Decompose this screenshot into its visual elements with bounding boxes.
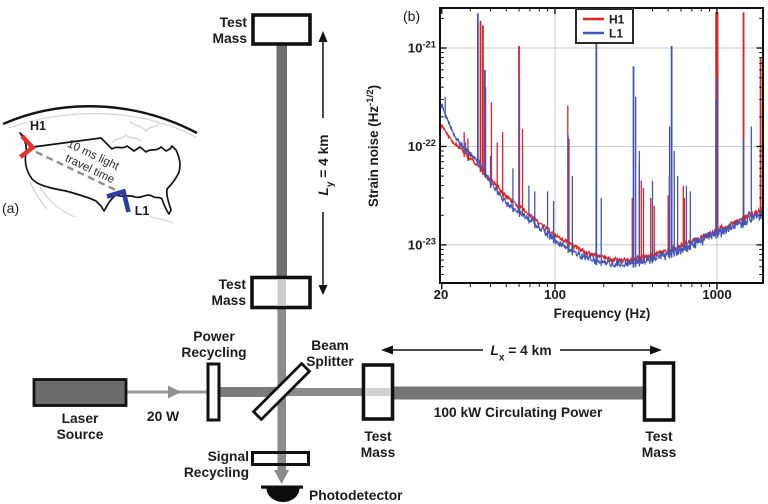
test-mass-inner-y-label-2: Mass: [211, 293, 246, 308]
legend-box: [575, 8, 634, 44]
power-recycling-label-1: Power: [193, 329, 235, 344]
circulating-power-label: 100 kW Circulating Power: [434, 405, 603, 420]
power-recycling-mirror: [206, 362, 221, 422]
recycled-beam: [219, 387, 279, 397]
map-faint-mexico: [29, 181, 76, 218]
ly-arrowhead-up: [318, 31, 328, 42]
lx-arrowhead-left: [381, 345, 393, 355]
beam-splitter: [251, 361, 312, 422]
l1-map-label: L1: [135, 204, 150, 218]
signal-recycling-label-1: Signal: [208, 449, 249, 464]
y-lower-beam: [277, 307, 286, 388]
x-axis-title: Frequency (Hz): [554, 306, 651, 321]
ly-arrowhead-down: [318, 285, 328, 295]
travel-dashed-line: [35, 150, 121, 194]
us-outline: [19, 132, 181, 215]
test-mass-inner-x-label-1: Test: [364, 429, 392, 444]
test-mass-far-x-label-1: Test: [645, 429, 673, 444]
map-panel: H1 L1 10 ms light travel time (a): [2, 105, 198, 224]
test-mass-inner-x-label-2: Mass: [361, 445, 396, 460]
earth-arc: [2, 105, 198, 135]
lx-arrowhead-right: [650, 345, 662, 355]
test-mass-top-label-1: Test: [220, 15, 248, 30]
panel-a-label: (a): [2, 200, 19, 216]
ly-length-label: Ly = 4 km: [316, 134, 336, 195]
laser-source-box: [32, 378, 128, 407]
signal-recycling-label-2: Recycling: [184, 465, 249, 480]
map-faint-gulf: [149, 215, 174, 224]
test-mass-inner-y-label-1: Test: [219, 277, 247, 292]
laser-power-label: 20 W: [147, 409, 180, 424]
x-lower-beam: [286, 388, 364, 396]
plot-legend: H1 L1: [575, 8, 634, 44]
laser-beam-arrowhead: [168, 385, 181, 399]
beam-inside-inner-x: [366, 388, 390, 396]
h1-map-label: H1: [30, 119, 46, 133]
strain-noise-plot: H1 L1 10-21 10-22 10-23 20 100 1000 Freq…: [365, 7, 764, 321]
legend-label-l1: L1: [609, 27, 623, 41]
xtick-1000: 1000: [702, 287, 731, 302]
h1-detector-marker: [19, 134, 36, 159]
test-mass-top-label-2: Mass: [212, 31, 247, 46]
beam-splitter-label-2: Splitter: [306, 354, 354, 369]
laser-source-label-1: Laser: [62, 411, 99, 426]
beam-inside-inner-y: [277, 280, 286, 305]
test-mass-top: [251, 13, 312, 46]
y-axis-title: Strain noise (Hz-1/2): [365, 85, 381, 207]
ytick-1e-21: 10-21: [408, 39, 436, 56]
map-faint-canada: [111, 120, 160, 144]
test-mass-far-x: [642, 361, 676, 422]
laser-source-label-2: Source: [57, 427, 104, 442]
output-beam: [277, 396, 286, 471]
laser-beam-thin: [125, 390, 278, 394]
plot-ticks: [440, 8, 763, 290]
xtick-20: 20: [434, 287, 449, 302]
signal-recycling-mirror: [251, 451, 310, 466]
l1-detector-marker: [106, 188, 131, 213]
legend-label-h1: H1: [609, 13, 625, 27]
panel-b-label: (b): [403, 8, 420, 24]
plot-curves: [440, 12, 763, 268]
lx-length-label: Lx = 4 km: [490, 343, 551, 363]
beam-splitter-label-1: Beam: [311, 338, 349, 353]
xtick-100: 100: [544, 287, 566, 302]
photodetector-bar: [261, 485, 303, 489]
photodetector-label: Photodetector: [309, 488, 403, 503]
x-arm-beam: [392, 386, 646, 400]
test-mass-far-x-label-2: Mass: [642, 445, 677, 460]
output-arrowhead: [274, 470, 289, 484]
photodetector-dome: [266, 488, 300, 502]
y-arm-beam: [276, 43, 287, 279]
ytick-1e-22: 10-22: [408, 137, 436, 154]
map-faint-arc: [7, 112, 197, 138]
power-recycling-label-2: Recycling: [181, 345, 246, 360]
interferometer: Ly = 4 km Lx = 4 km Test Mass Test Mass …: [32, 13, 677, 503]
ytick-1e-23: 10-23: [408, 236, 436, 253]
